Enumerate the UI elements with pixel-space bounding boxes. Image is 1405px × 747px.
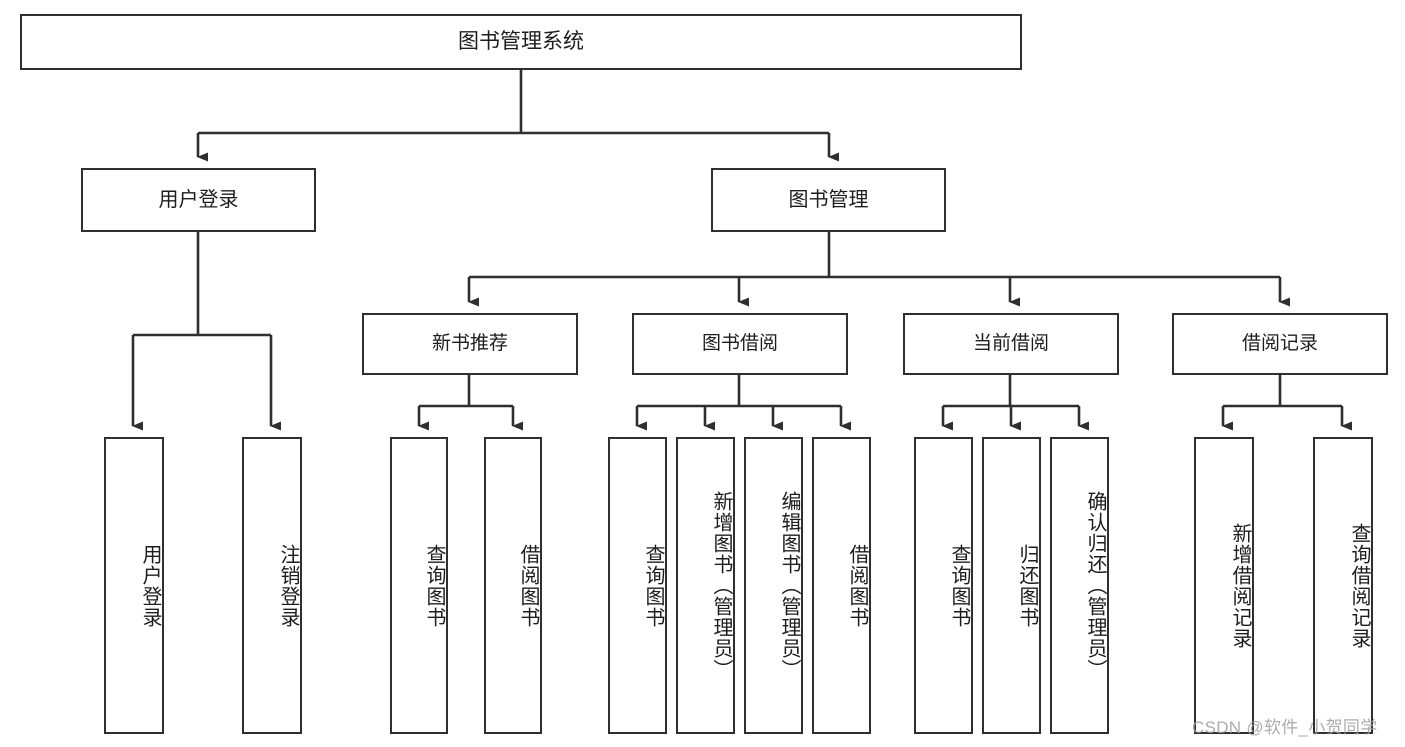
leaf-user-login[interactable]: 用户登录: [104, 437, 164, 734]
node-book-management[interactable]: 图书管理: [711, 168, 946, 232]
node-label: 确认归还（管理员）: [1084, 491, 1106, 680]
node-label: 用户登录: [139, 543, 161, 628]
node-label: 查询图书: [642, 543, 664, 628]
leaf-current-query-book[interactable]: 查询图书: [914, 437, 973, 734]
leaf-borrow-add-book-admin[interactable]: 新增图书（管理员）: [676, 437, 735, 734]
node-current-borrow[interactable]: 当前借阅: [903, 313, 1119, 375]
leaf-current-return-book[interactable]: 归还图书: [982, 437, 1041, 734]
node-label: 图书管理系统: [458, 30, 584, 54]
node-label: 归还图书: [1016, 543, 1038, 628]
node-label: 查询图书: [423, 543, 445, 628]
csdn-watermark: CSDN @软件_小贺同学: [1192, 718, 1378, 737]
node-label: 新书推荐: [431, 333, 508, 355]
node-label: 当前借阅: [972, 333, 1049, 355]
node-label: 注销登录: [277, 543, 299, 628]
node-label: 查询借阅记录: [1348, 522, 1370, 649]
node-label: 新增借阅记录: [1229, 522, 1251, 649]
leaf-recommend-query-book[interactable]: 查询图书: [390, 437, 448, 734]
leaf-borrow-edit-book-admin[interactable]: 编辑图书（管理员）: [744, 437, 803, 734]
leaf-recommend-borrow-book[interactable]: 借阅图书: [484, 437, 542, 734]
leaf-record-add-borrow-record[interactable]: 新增借阅记录: [1194, 437, 1254, 734]
node-label: 图书管理: [788, 188, 869, 211]
node-label: 用户登录: [158, 188, 239, 211]
node-label: 编辑图书（管理员）: [778, 491, 800, 680]
leaf-record-query-borrow-record[interactable]: 查询借阅记录: [1313, 437, 1373, 734]
leaf-logout[interactable]: 注销登录: [242, 437, 302, 734]
node-label: 借阅记录: [1241, 333, 1318, 355]
node-root-book-management-system[interactable]: 图书管理系统: [20, 14, 1022, 70]
node-borrow-record[interactable]: 借阅记录: [1172, 313, 1388, 375]
node-label: 借阅图书: [517, 543, 539, 628]
leaf-borrow-borrow-book[interactable]: 借阅图书: [812, 437, 871, 734]
node-label: 查询图书: [948, 543, 970, 628]
node-new-book-recommend[interactable]: 新书推荐: [362, 313, 578, 375]
node-book-borrow[interactable]: 图书借阅: [632, 313, 848, 375]
leaf-current-confirm-return-admin[interactable]: 确认归还（管理员）: [1050, 437, 1109, 734]
node-user-login[interactable]: 用户登录: [81, 168, 316, 232]
node-label: 借阅图书: [846, 543, 868, 628]
node-label: 图书借阅: [701, 333, 778, 355]
node-label: 新增图书（管理员）: [710, 491, 732, 680]
leaf-borrow-query-book[interactable]: 查询图书: [608, 437, 667, 734]
